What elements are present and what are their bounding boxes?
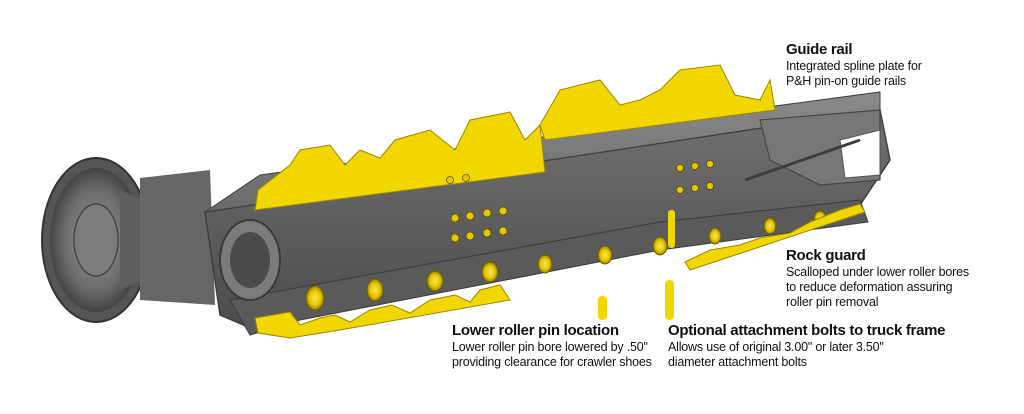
- guide-rail-desc-1: Integrated spline plate for: [786, 59, 922, 73]
- attachment-bolt-holes: [446, 160, 714, 243]
- rock-guard: [254, 203, 866, 339]
- rock-guard-desc-3: roller pin removal: [786, 295, 879, 309]
- rock-guard-desc-2: to reduce deformation assuring: [786, 280, 953, 294]
- guide-rail-desc-2: P&H pin-on guide rails: [786, 74, 906, 88]
- rock-guard-desc-1: Scalloped under lower roller bores: [786, 265, 969, 279]
- rock-guard-callout: Rock guard Scalloped under lower roller …: [786, 247, 1016, 310]
- tumbler-hub: [41, 157, 215, 323]
- guide-rail-title: Guide rail: [786, 41, 853, 58]
- optional-bolts-desc-2: diameter attachment bolts: [668, 355, 807, 369]
- lower-roller-desc-1: Lower roller pin bore lowered by .50": [452, 340, 648, 354]
- optional-bolts-callout: Optional attachment bolts to truck frame…: [668, 322, 1018, 370]
- lower-roller-pointer: [598, 296, 607, 320]
- guide-rail-plates: [254, 64, 776, 211]
- rock-guard-title: Rock guard: [786, 247, 866, 264]
- optional-bolts-title: Optional attachment bolts to truck frame: [668, 322, 946, 339]
- optional-bolts-pointer-upper: [668, 210, 675, 248]
- optional-bolts-desc-1: Allows use of original 3.00" or later 3.…: [668, 340, 884, 354]
- lower-roller-title: Lower roller pin location: [452, 322, 619, 339]
- lower-roller-desc-2: providing clearance for crawler shoes: [452, 355, 652, 369]
- guide-rail-callout: Guide rail Integrated spline plate for P…: [786, 41, 1016, 89]
- lower-roller-bores: [305, 210, 827, 311]
- lower-roller-callout: Lower roller pin location Lower roller p…: [452, 322, 672, 370]
- optional-bolts-pointer: [665, 280, 674, 320]
